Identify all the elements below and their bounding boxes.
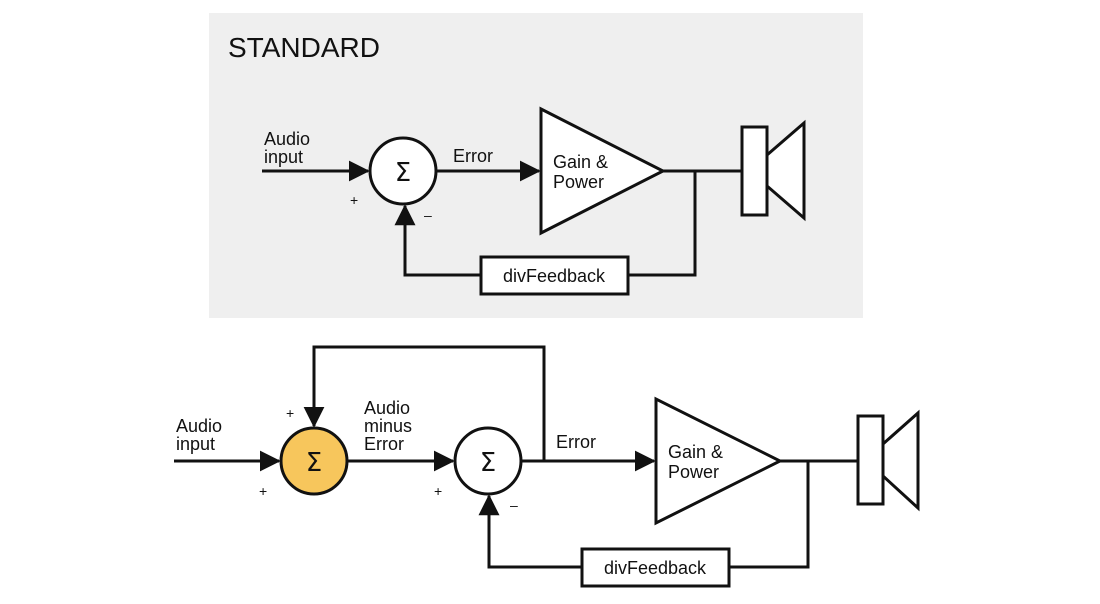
top-feedback-wire-out — [628, 171, 697, 277]
top-amp-label-line2: Power — [553, 172, 604, 192]
bottom-feedback-wire-out — [729, 461, 810, 569]
top-amp-label-line1: Gain & — [553, 152, 608, 172]
bottom-gain-power-amplifier — [654, 396, 784, 526]
bottom-error-label: Error — [556, 432, 596, 452]
bottom-error-feedforward-wire — [303, 345, 546, 461]
top-speaker-icon — [740, 119, 806, 222]
bottom-minus-sign: – — [510, 497, 518, 513]
bottom-speaker-icon — [856, 409, 920, 512]
top-error-label: Error — [453, 146, 493, 166]
bottom-plus-second: + — [434, 483, 442, 499]
bottom-feedback-wire-in — [478, 494, 582, 569]
bottom-mid-label-line1: Audio — [364, 398, 410, 418]
bottom-feedback-label: divFeedback — [604, 558, 707, 578]
bottom-input-label-line1: Audio — [176, 416, 222, 436]
bottom-input-label-line2: input — [176, 434, 215, 454]
bottom-amp-label-line1: Gain & — [668, 442, 723, 462]
top-feedback-wire-in — [394, 204, 481, 277]
modified-diagram: Audio input Σ + + Audio minus Error Σ + … — [174, 345, 920, 588]
bottom-highlight-sigma-symbol: Σ — [306, 448, 322, 478]
top-input-label-line2: input — [264, 147, 303, 167]
bottom-mid-label-line2: minus — [364, 416, 412, 436]
standard-panel: STANDARD Audio input Σ + – Error Gain & … — [209, 13, 863, 318]
top-gain-power-amplifier — [539, 106, 667, 236]
bottom-plus-top: + — [286, 405, 294, 421]
top-plus-sign: + — [350, 192, 358, 208]
top-sigma-symbol: Σ — [395, 158, 411, 188]
bottom-amp-label-line2: Power — [668, 462, 719, 482]
top-feedback-label: divFeedback — [503, 266, 606, 286]
bottom-plus-left: + — [259, 483, 267, 499]
top-input-label-line1: Audio — [264, 129, 310, 149]
top-minus-sign: – — [424, 207, 432, 223]
bottom-sigma-symbol: Σ — [480, 448, 496, 478]
standard-title: STANDARD — [228, 32, 380, 63]
bottom-mid-label-line3: Error — [364, 434, 404, 454]
